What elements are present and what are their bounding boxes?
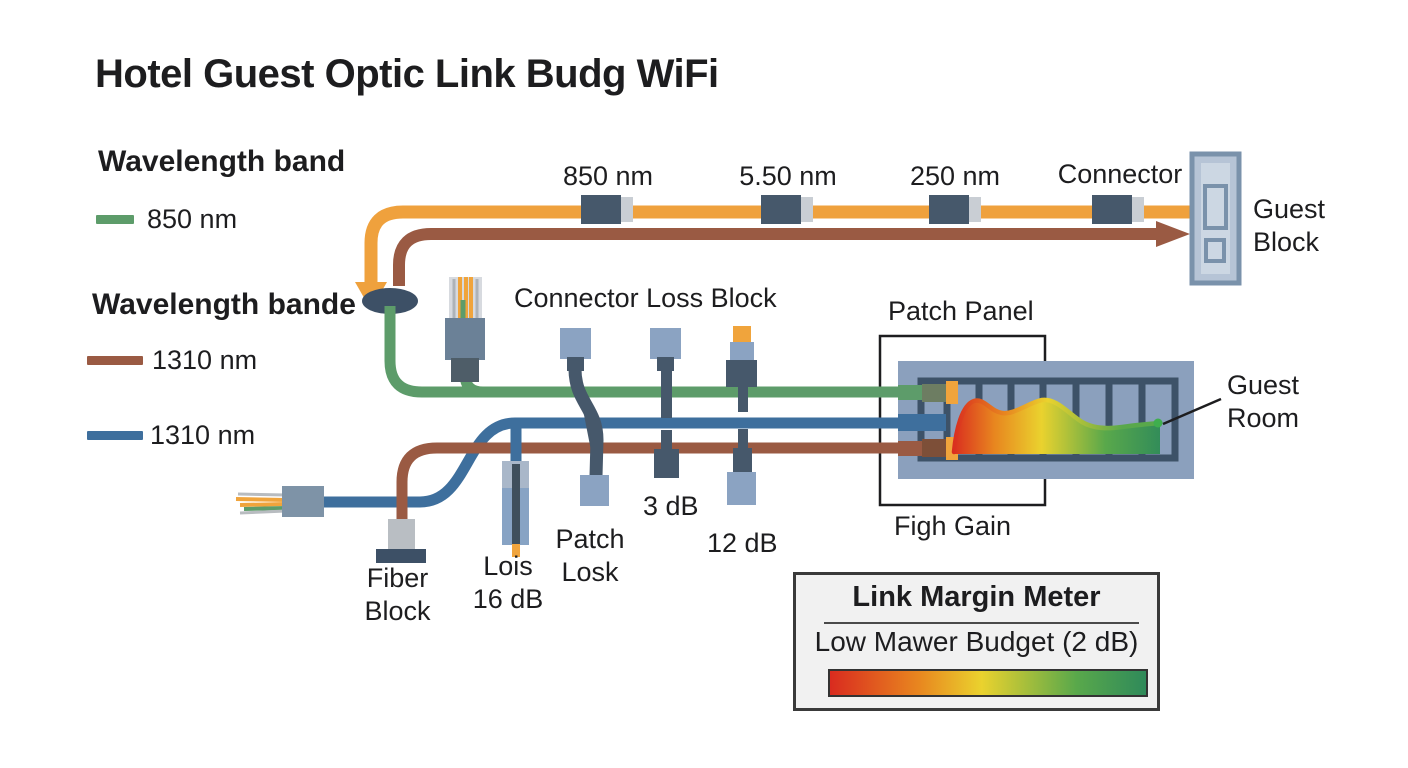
label-550nm: 5.50 nm (739, 161, 837, 191)
attenuator-12db (726, 326, 757, 505)
inline-connector-850nm (581, 195, 633, 224)
inline-connector-terminal (1092, 195, 1144, 224)
label-250nm: 250 nm (909, 161, 1001, 191)
wave-endpoint-dot (1153, 418, 1163, 428)
blue-fiber-cable (322, 417, 946, 508)
lois-attenuator (502, 423, 529, 557)
inline-connector-250nm (929, 195, 981, 224)
rj45-connector (445, 277, 485, 382)
meter-gradient-bar (828, 669, 1148, 697)
label-guest-block: Guest Block (1253, 194, 1326, 257)
link-margin-wave-line (951, 397, 1163, 455)
label-lois-16db: Lois 16 dB (472, 551, 544, 614)
legend-swatch-850nm (96, 215, 134, 224)
legend-swatch-1310nm-blue (87, 431, 143, 440)
legend-item-1310nm-brown: 1310 nm (152, 345, 258, 375)
label-12db: 12 dB (707, 528, 778, 558)
legend-band1-heading: Wavelength band (98, 145, 346, 178)
brown-arrowhead-icon (1156, 221, 1190, 247)
meter-divider (824, 622, 1139, 624)
label-patch-panel: Patch Panel (888, 296, 1034, 326)
brown-fiber-cable-top (393, 228, 1158, 286)
inline-connector-550nm (761, 195, 813, 224)
legend-band2-heading: Wavelength bande (92, 288, 356, 321)
label-3db: 3 dB (643, 491, 699, 521)
label-patch-losk: Patch Losk (555, 524, 625, 587)
green-fiber-cable (384, 306, 900, 398)
guest-room-pointer (1162, 397, 1222, 426)
meter-title: Link Margin Meter (852, 581, 1101, 613)
link-margin-meter: Link Margin Meter Low Mawer Budget (2 dB… (793, 572, 1160, 711)
attenuator-3db (650, 328, 681, 478)
orange-fiber-cable (364, 205, 1192, 286)
label-guest-room: Guest Room (1227, 370, 1300, 433)
panel-port-blue (898, 414, 946, 431)
guest-block-device (1189, 151, 1242, 286)
legend-swatch-1310nm-brown (87, 356, 143, 365)
label-850nm: 850 nm (562, 161, 654, 191)
meter-subtitle: Low Mawer Budget (2 dB) (814, 626, 1139, 657)
label-high-gain: Figh Gain (894, 511, 1012, 541)
label-connector: Connector (1057, 159, 1183, 189)
legend-item-1310nm-blue: 1310 nm (150, 420, 256, 450)
legend-item-850nm: 850 nm (147, 204, 238, 234)
panel-port-green (898, 381, 958, 404)
label-connector-loss-block: Connector Loss Block (514, 283, 777, 313)
label-fiber-block: Fiber Block (364, 563, 431, 626)
patch-loss-connector (560, 328, 609, 506)
page-title: Hotel Guest Optic Link Budg WiFi (95, 52, 719, 96)
fiber-pigtail-connector (235, 486, 324, 517)
fiber-block-device (376, 519, 426, 563)
splitter-ellipse (362, 288, 418, 314)
brown-fiber-cable-bottom (396, 442, 946, 545)
